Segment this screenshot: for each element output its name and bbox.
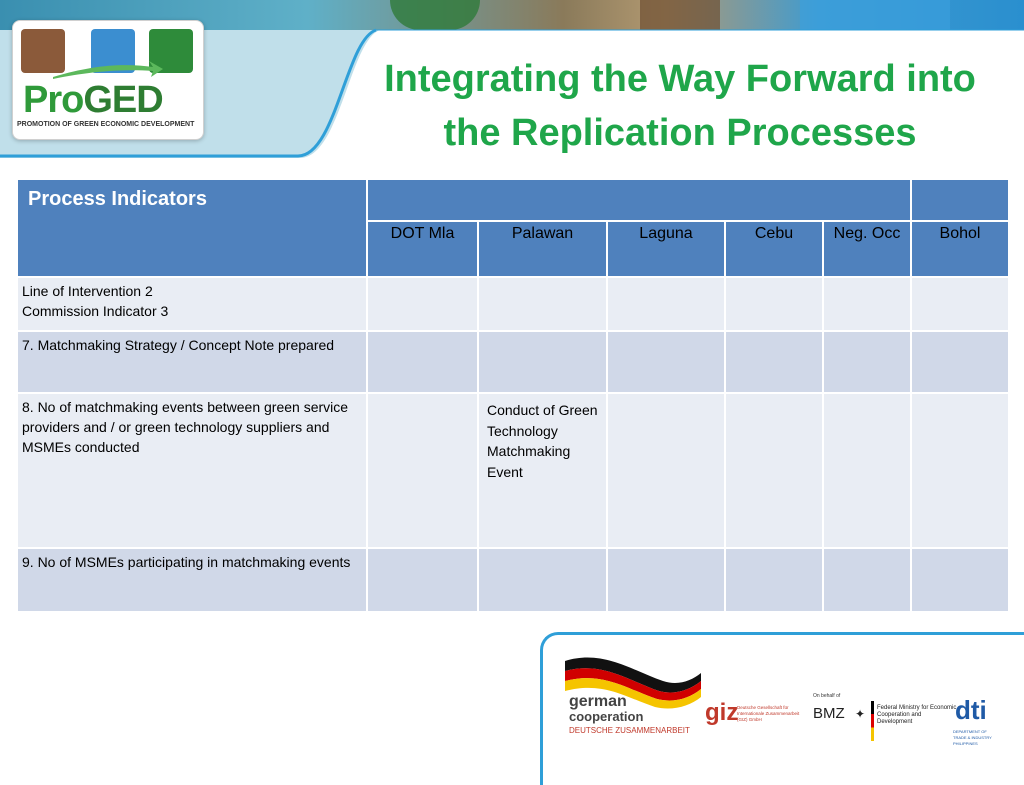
on-behalf-label: On behalf of bbox=[813, 693, 841, 699]
arrow-icon bbox=[53, 61, 163, 79]
german-cooperation-sublabel: DEUTSCHE ZUSAMMENARBEIT bbox=[569, 726, 690, 735]
indicator-cell: 7. Matchmaking Strategy / Concept Note p… bbox=[16, 330, 368, 394]
table-cell bbox=[822, 276, 912, 332]
table-cell bbox=[910, 330, 1010, 394]
banner-photo-segment bbox=[800, 0, 950, 30]
column-header: Cebu bbox=[724, 220, 824, 278]
dti-sublabel: DEPARTMENT OF TRADE & INDUSTRY PHILIPPIN… bbox=[953, 729, 992, 746]
column-header: DOT Mla bbox=[366, 220, 479, 278]
eagle-icon: ✦ bbox=[855, 707, 866, 721]
table-cell bbox=[366, 276, 479, 332]
table-row: 8. No of matchmaking events between gree… bbox=[16, 392, 1010, 549]
logo-tagline: PROMOTION OF GREEN ECONOMIC DEVELOPMENT bbox=[17, 121, 195, 128]
indicator-cell: 9. No of MSMEs participating in matchmak… bbox=[16, 547, 368, 613]
table-cell: Conduct of Green Technology Matchmaking … bbox=[477, 392, 608, 549]
indicator-cell: 8. No of matchmaking events between gree… bbox=[16, 392, 368, 549]
table-row: 7. Matchmaking Strategy / Concept Note p… bbox=[16, 330, 1010, 394]
bmz-logo: BMZ bbox=[813, 705, 845, 722]
giz-sublabel: Deutsche Gesellschaft für Internationale… bbox=[737, 705, 800, 722]
table-cell bbox=[606, 276, 726, 332]
bmz-sublabel: Federal Ministry for Economic Cooperatio… bbox=[877, 705, 957, 725]
table-cell bbox=[724, 276, 824, 332]
column-header: Laguna bbox=[606, 220, 726, 278]
column-header: Bohol bbox=[910, 220, 1010, 278]
banner-photo-segment bbox=[640, 0, 720, 30]
giz-logo: giz bbox=[705, 699, 739, 726]
banner-photo-segment bbox=[390, 0, 480, 30]
indicators-table: Process Indicators DOT Mla Palawan Lagun… bbox=[16, 178, 1010, 613]
table-cell bbox=[724, 330, 824, 394]
header-blank-cell bbox=[366, 178, 912, 222]
partner-logos: german cooperation DEUTSCHE ZUSAMMENARBE… bbox=[540, 632, 1024, 785]
german-flag-swoosh-icon bbox=[565, 657, 701, 709]
proged-logo: ProGED PROMOTION OF GREEN ECONOMIC DEVEL… bbox=[12, 20, 204, 140]
german-cooperation-label: cooperation bbox=[569, 709, 644, 724]
dti-logo: dti bbox=[955, 695, 987, 725]
german-flag-bar bbox=[871, 701, 874, 741]
table-cell bbox=[606, 547, 726, 613]
table-cell bbox=[910, 276, 1010, 332]
factory-icon bbox=[21, 29, 65, 73]
column-header: Palawan bbox=[477, 220, 608, 278]
german-cooperation-label: german bbox=[569, 693, 627, 710]
table-cell bbox=[822, 547, 912, 613]
header-blank-cell bbox=[910, 178, 1010, 222]
table-cell bbox=[822, 330, 912, 394]
table-cell bbox=[606, 392, 726, 549]
table-row: 9. No of MSMEs participating in matchmak… bbox=[16, 547, 1010, 613]
table-cell bbox=[724, 547, 824, 613]
table-cell bbox=[366, 330, 479, 394]
table-cell bbox=[606, 330, 726, 394]
process-indicators-header: Process Indicators bbox=[16, 178, 368, 278]
table-cell bbox=[477, 330, 608, 394]
table-column-header-row: DOT Mla Palawan Laguna Cebu Neg. Occ Boh… bbox=[17, 220, 1010, 278]
table-cell bbox=[822, 392, 912, 549]
logo-wordmark: ProGED bbox=[23, 79, 164, 121]
table-cell bbox=[477, 547, 608, 613]
table-cell bbox=[910, 392, 1010, 549]
table-cell bbox=[477, 276, 608, 332]
slide-title: Integrating the Way Forward into the Rep… bbox=[384, 58, 976, 154]
table-cell bbox=[724, 392, 824, 549]
column-header: Neg. Occ bbox=[822, 220, 912, 278]
table-cell bbox=[366, 392, 479, 549]
table-cell bbox=[366, 547, 479, 613]
table-cell bbox=[910, 547, 1010, 613]
table-header-row: Process Indicators bbox=[16, 178, 1010, 278]
